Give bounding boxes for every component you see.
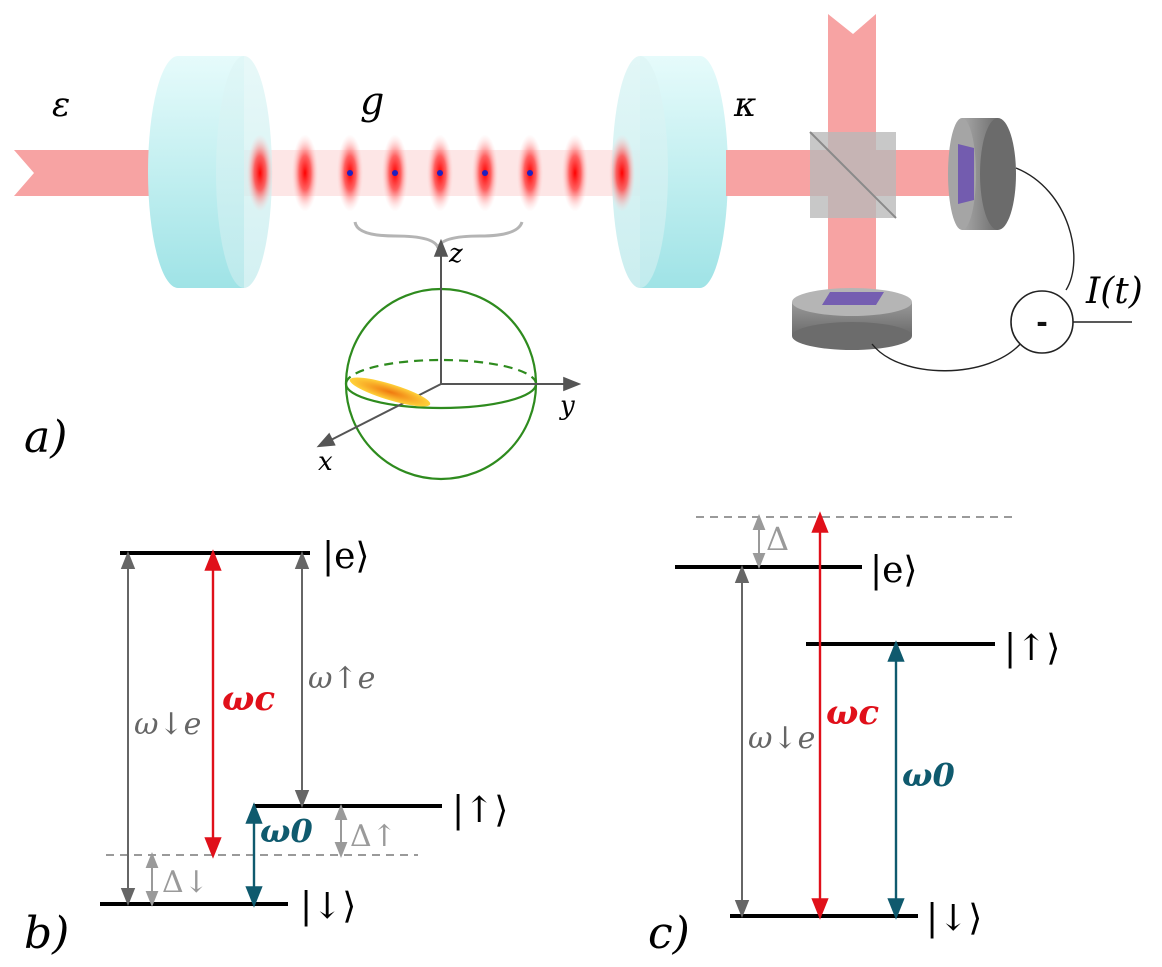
delta-up-label-b: Δ↑ <box>350 819 397 854</box>
ket-e-c: |e⟩ <box>870 550 917 591</box>
bottom-detector <box>792 288 912 350</box>
detector-wire-bottom <box>871 341 1023 372</box>
omega-down-e-label-c: ω↓e <box>748 721 815 756</box>
panel-b-label: b) <box>24 908 69 959</box>
atom-brace <box>353 221 524 249</box>
axis-z-label: z <box>448 239 463 269</box>
omega-c-label-b: ωc <box>222 679 275 719</box>
ket-e-b: |e⟩ <box>322 536 369 577</box>
panel-c-label: c) <box>648 908 690 959</box>
ket-up-c: |↑⟩ <box>1004 628 1060 669</box>
panel-a-label: a) <box>24 412 67 463</box>
cavity-field-nodes <box>247 135 635 211</box>
atoms <box>347 170 533 176</box>
delta-label-c: Δ <box>766 520 789 558</box>
right-mirror <box>612 56 728 288</box>
current-label: I(t) <box>1085 271 1143 312</box>
beam-splitter <box>809 131 897 219</box>
panel-b <box>100 549 442 908</box>
omega-down-e-label-b: ω↓e <box>134 707 201 742</box>
axis-x-label: x <box>318 447 333 477</box>
left-mirror <box>148 56 272 288</box>
spin-state-distribution <box>349 377 431 407</box>
ket-down-b: |↓⟩ <box>300 886 356 927</box>
axis-y-label: y <box>559 391 575 421</box>
epsilon-label: ε <box>52 85 70 125</box>
bloch-sphere <box>316 238 582 481</box>
omega-c-label-c: ωc <box>826 693 879 733</box>
omega-0-label-c: ω0 <box>902 756 955 794</box>
ket-down-c: |↓⟩ <box>926 898 982 939</box>
subtract-symbol: - <box>1036 303 1047 341</box>
kappa-label: κ <box>733 85 756 125</box>
input-laser-beam <box>14 150 160 196</box>
g-label: g <box>360 79 384 123</box>
delta-down-label-b: Δ↓ <box>162 865 209 900</box>
omega-0-label-b: ω0 <box>260 812 313 850</box>
right-detector <box>948 118 1016 230</box>
x-axis <box>316 383 442 448</box>
omega-up-e-label-b: ω↑e <box>308 661 375 696</box>
panel-a: - <box>14 14 1132 481</box>
panel-c <box>675 511 1014 920</box>
detector-wire-right <box>1015 167 1075 291</box>
ket-up-b: |↑⟩ <box>452 790 508 831</box>
